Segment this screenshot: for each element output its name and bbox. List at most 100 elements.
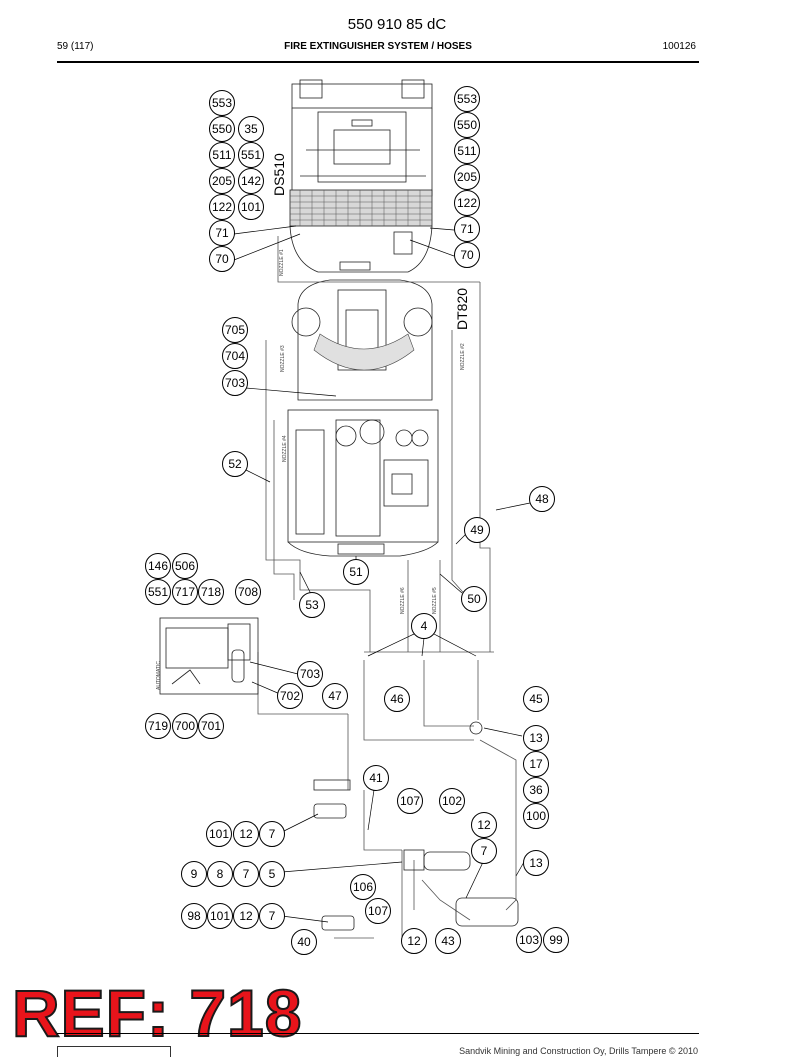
callout-40: 40 (291, 929, 317, 955)
svg-text:13: 13 (529, 731, 543, 745)
svg-text:701: 701 (201, 719, 221, 733)
svg-text:101: 101 (241, 200, 261, 214)
svg-text:122: 122 (457, 196, 477, 210)
svg-text:107: 107 (400, 794, 420, 808)
callout-553: 553 (209, 90, 235, 116)
header-rule (57, 61, 699, 63)
callout-46: 46 (384, 686, 410, 712)
callout-7: 7 (233, 861, 259, 887)
callout-717: 717 (172, 579, 198, 605)
callout-7: 7 (259, 821, 285, 847)
svg-text:98: 98 (187, 909, 201, 923)
callout-703: 703 (297, 661, 323, 687)
svg-text:551: 551 (241, 148, 261, 162)
svg-text:12: 12 (407, 934, 421, 948)
svg-text:142: 142 (241, 174, 261, 188)
svg-text:71: 71 (215, 226, 229, 240)
nozzle-2-label: NOZZLE #2 (460, 343, 466, 370)
svg-text:100: 100 (526, 809, 546, 823)
callout-98: 98 (181, 903, 207, 929)
callout-142: 142 (238, 168, 264, 194)
callout-146: 146 (145, 553, 171, 579)
svg-text:51: 51 (349, 565, 363, 579)
callout-700: 700 (172, 713, 198, 739)
callout-9: 9 (181, 861, 207, 887)
callout-5: 5 (259, 861, 285, 887)
callout-106: 106 (350, 874, 376, 900)
svg-text:205: 205 (457, 170, 477, 184)
callout-103: 103 (516, 927, 542, 953)
svg-text:717: 717 (175, 585, 195, 599)
svg-text:52: 52 (228, 457, 242, 471)
callout-12: 12 (471, 812, 497, 838)
nozzle-1-label: NOZZLE #1 (279, 249, 285, 276)
callout-511: 511 (454, 138, 480, 164)
svg-text:708: 708 (238, 585, 258, 599)
callout-506: 506 (172, 553, 198, 579)
svg-text:50: 50 (467, 592, 481, 606)
callout-47: 47 (322, 683, 348, 709)
callout-53: 53 (299, 592, 325, 618)
callout-101: 101 (207, 903, 233, 929)
svg-text:99: 99 (549, 933, 563, 947)
svg-text:511: 511 (212, 148, 231, 162)
cartridge-units (313, 779, 519, 931)
svg-text:12: 12 (239, 827, 253, 841)
svg-text:718: 718 (201, 585, 221, 599)
callout-51: 51 (343, 559, 369, 585)
svg-text:41: 41 (369, 771, 383, 785)
callout-49: 49 (464, 517, 490, 543)
svg-text:719: 719 (148, 719, 168, 733)
footer-copyright: Sandvik Mining and Construction Oy, Dril… (459, 1046, 698, 1056)
svg-text:70: 70 (460, 248, 474, 262)
page-number: 59 (117) (57, 41, 94, 52)
dt820-label: DT820 (454, 288, 470, 330)
callout-71: 71 (454, 216, 480, 242)
callout-708: 708 (235, 579, 261, 605)
callout-701: 701 (198, 713, 224, 739)
callout-550: 550 (209, 116, 235, 142)
svg-text:550: 550 (457, 118, 477, 132)
callout-52: 52 (222, 451, 248, 477)
callout-13: 13 (523, 725, 549, 751)
nozzle-6-label: NOZZLE #6 (400, 587, 406, 614)
callout-13: 13 (523, 850, 549, 876)
svg-text:122: 122 (212, 200, 232, 214)
callout-102: 102 (439, 788, 465, 814)
callout-50: 50 (461, 586, 487, 612)
document-number: 550 910 85 dC (347, 16, 447, 33)
callout-100: 100 (523, 803, 549, 829)
svg-text:101: 101 (210, 909, 230, 923)
svg-text:7: 7 (243, 867, 250, 881)
svg-text:551: 551 (148, 585, 168, 599)
callout-511: 511 (209, 142, 235, 168)
callout-551: 551 (145, 579, 171, 605)
svg-text:8: 8 (217, 867, 224, 881)
svg-text:40: 40 (297, 935, 311, 949)
callout-719: 719 (145, 713, 171, 739)
callout-70: 70 (209, 246, 235, 272)
svg-text:506: 506 (175, 559, 195, 573)
svg-text:4: 4 (421, 619, 428, 633)
company-logo (57, 1046, 171, 1057)
callout-550: 550 (454, 112, 480, 138)
callout-43: 43 (435, 928, 461, 954)
svg-text:703: 703 (300, 667, 320, 681)
callout-36: 36 (523, 777, 549, 803)
footer-rule (57, 1033, 699, 1034)
svg-text:12: 12 (239, 909, 253, 923)
svg-text:71: 71 (460, 222, 474, 236)
callout-551: 551 (238, 142, 264, 168)
svg-text:553: 553 (457, 92, 477, 106)
svg-text:9: 9 (191, 867, 198, 881)
callout-12: 12 (401, 928, 427, 954)
svg-text:704: 704 (225, 349, 245, 363)
callout-703: 703 (222, 370, 248, 396)
svg-text:46: 46 (390, 692, 404, 706)
leader-lines (233, 225, 531, 923)
svg-text:7: 7 (481, 844, 488, 858)
svg-text:146: 146 (148, 559, 168, 573)
svg-text:49: 49 (470, 523, 484, 537)
svg-text:36: 36 (529, 783, 543, 797)
